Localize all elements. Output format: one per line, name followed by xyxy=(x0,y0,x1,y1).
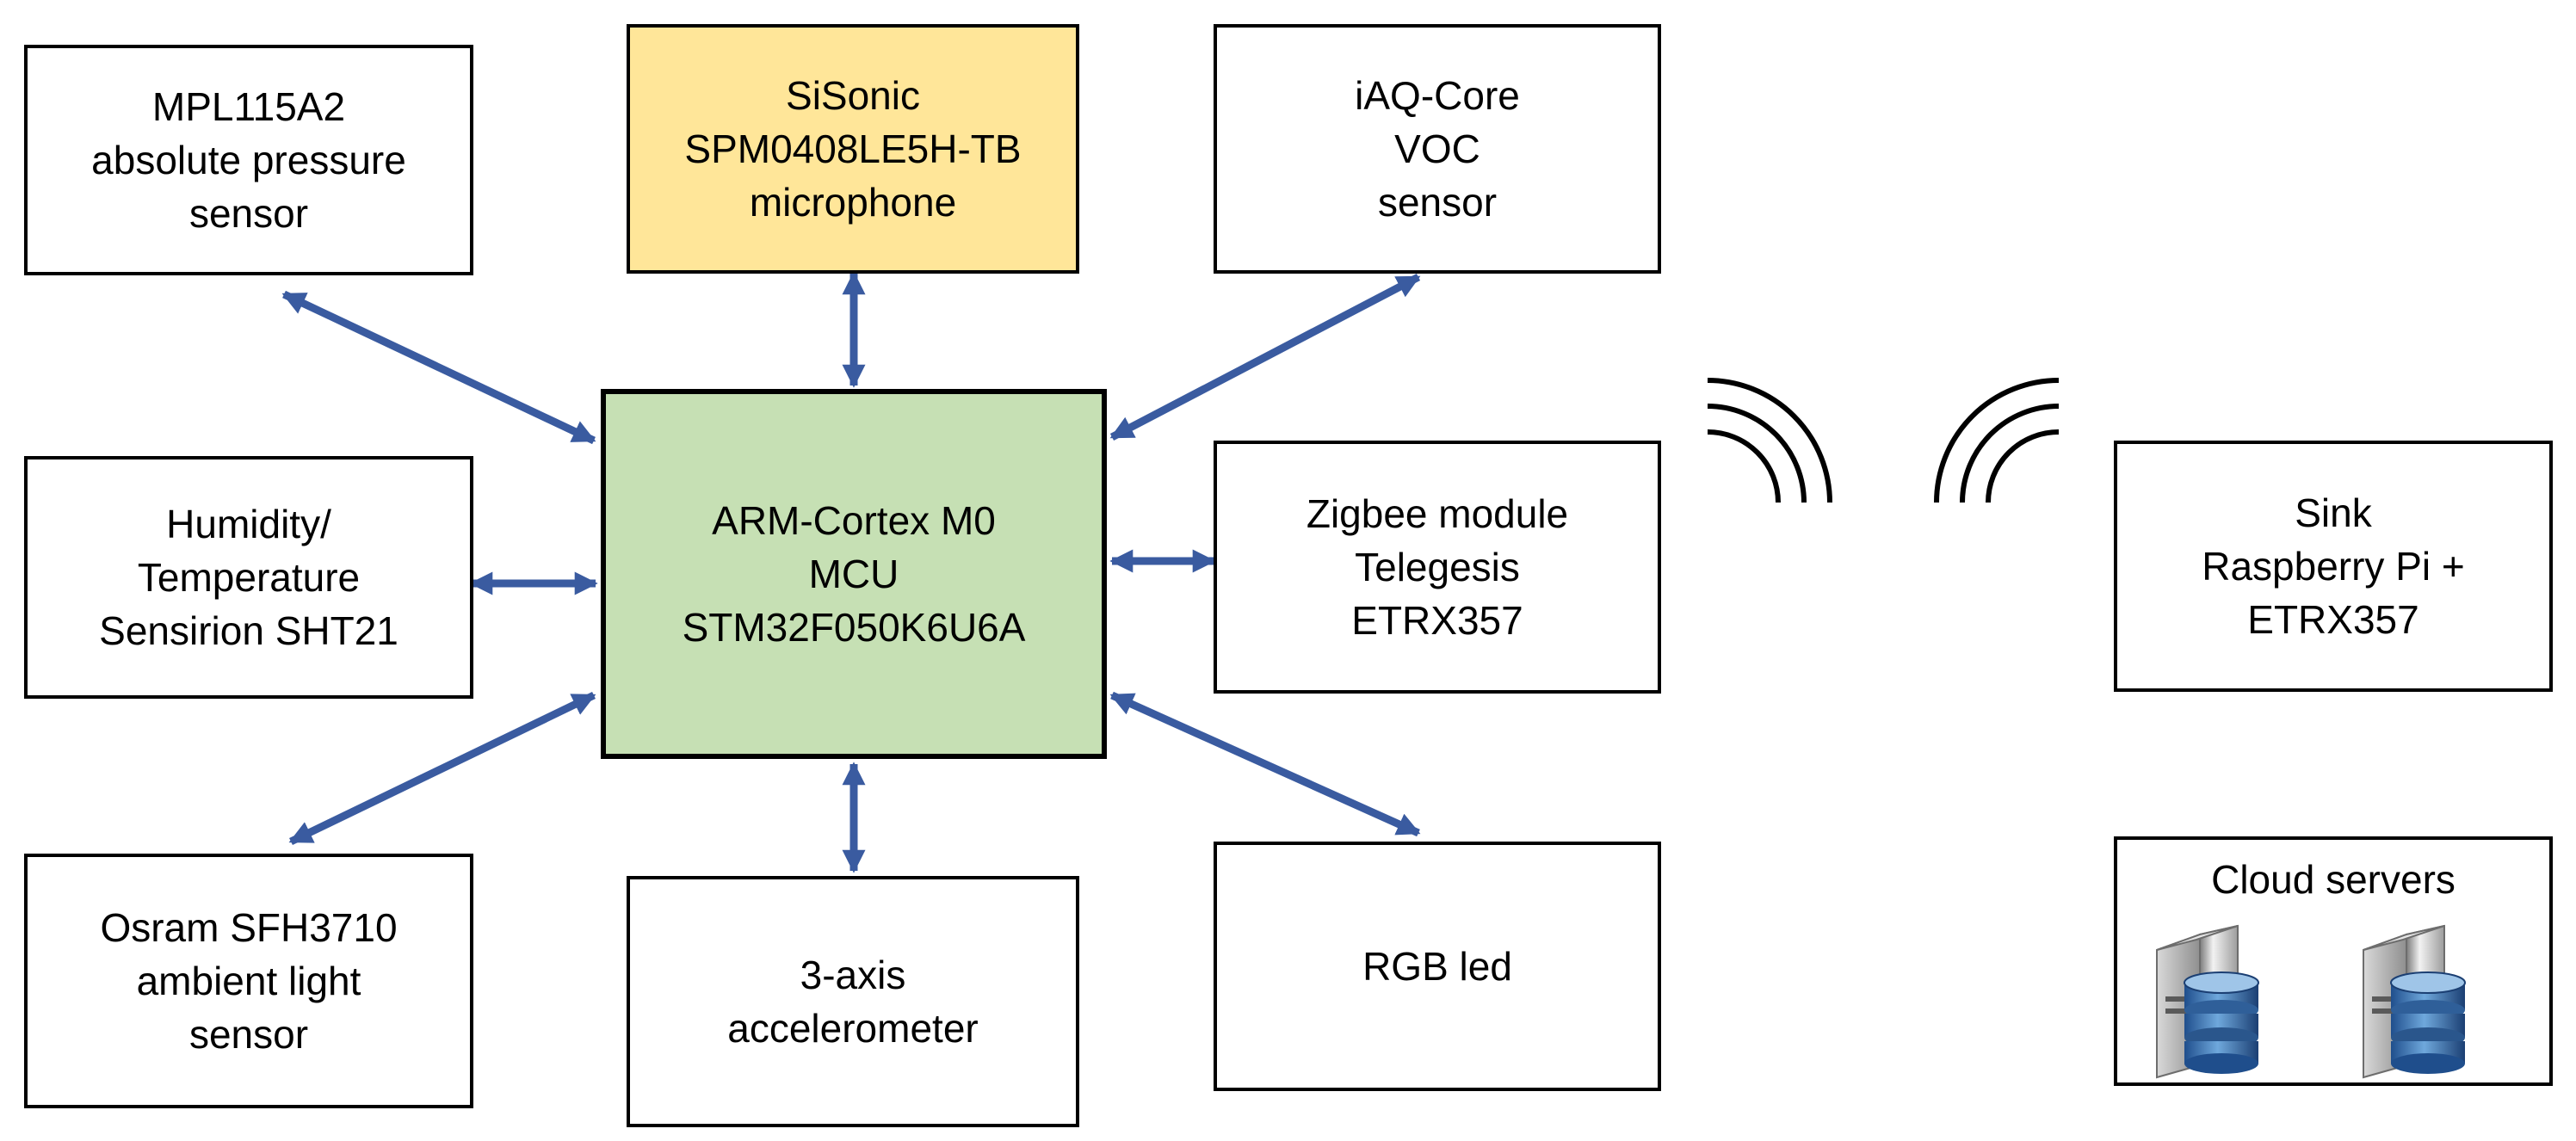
wifi-signal-icon xyxy=(1707,378,1832,503)
box-label-line: ambient light xyxy=(136,959,361,1003)
box-label-line: 3-axis xyxy=(800,953,906,997)
box-label-line: Sensirion SHT21 xyxy=(99,608,398,653)
accelerometer-label: 3-axis accelerometer xyxy=(727,948,978,1055)
database-icon xyxy=(2390,971,2466,1074)
box-label-line: absolute pressure xyxy=(91,138,406,182)
box-label-line: VOC xyxy=(1394,126,1480,171)
box-label-line: Humidity/ xyxy=(166,502,331,546)
box-label-line: MPL115A2 xyxy=(151,84,346,129)
box-label-line: ARM-Cortex M0 xyxy=(712,498,996,543)
box-label-line: STM32F050K6U6A xyxy=(682,605,1026,650)
arrow-mcu-rgb-led xyxy=(1109,691,1421,837)
database-icon xyxy=(2184,971,2259,1074)
box-label-line: Raspberry Pi + xyxy=(2202,544,2465,589)
box-label-line: MCU xyxy=(808,552,899,596)
box-label-line: iAQ-Core xyxy=(1355,73,1520,118)
box-label-line: Sink xyxy=(2295,490,2372,535)
box-label-line: Osram SFH3710 xyxy=(100,905,398,950)
box-label-line: microphone xyxy=(749,180,957,225)
box-label-line: RGB led xyxy=(1362,944,1512,989)
box-label-line: sensor xyxy=(1377,180,1498,225)
box-label-line: Telegesis xyxy=(1355,545,1520,589)
rgb-led-label: RGB led xyxy=(1362,940,1512,993)
box-label-line: Zigbee module xyxy=(1306,491,1569,536)
box-label-line: ETRX357 xyxy=(1351,598,1523,643)
pressure-sensor-box: MPL115A2 absolute pressure sensor xyxy=(24,45,473,275)
box-label-line: Temperature xyxy=(137,555,361,600)
arrow-voc-mcu xyxy=(1109,274,1421,441)
ambient-light-sensor-box: Osram SFH3710 ambient light sensor xyxy=(24,854,473,1108)
box-label-line: SPM0408LE5H-TB xyxy=(684,126,1022,171)
cloud-servers-box: Cloud servers xyxy=(2114,836,2553,1086)
wifi-signal-icon xyxy=(1934,378,2060,503)
rgb-led-box: RGB led xyxy=(1214,842,1661,1091)
accelerometer-box: 3-axis accelerometer xyxy=(627,876,1079,1127)
box-label-line: sensor xyxy=(188,1012,309,1057)
arrow-light-mcu xyxy=(288,691,596,846)
arrow-pressure-mcu xyxy=(281,290,596,445)
mcu-label: ARM-Cortex M0 MCU STM32F050K6U6A xyxy=(683,494,1026,654)
cloud-servers-art xyxy=(2156,924,2466,1079)
cloud-servers-title: Cloud servers xyxy=(2211,857,2456,902)
box-label-line: ETRX357 xyxy=(2247,597,2419,642)
ambient-light-sensor-label: Osram SFH3710 ambient light sensor xyxy=(100,901,397,1061)
mcu-box: ARM-Cortex M0 MCU STM32F050K6U6A xyxy=(601,389,1107,759)
box-label-line: sensor xyxy=(188,191,309,236)
box-label-line: SiSonic xyxy=(786,73,920,118)
pressure-sensor-label: MPL115A2 absolute pressure sensor xyxy=(91,80,406,240)
box-label-line: accelerometer xyxy=(727,1006,979,1051)
